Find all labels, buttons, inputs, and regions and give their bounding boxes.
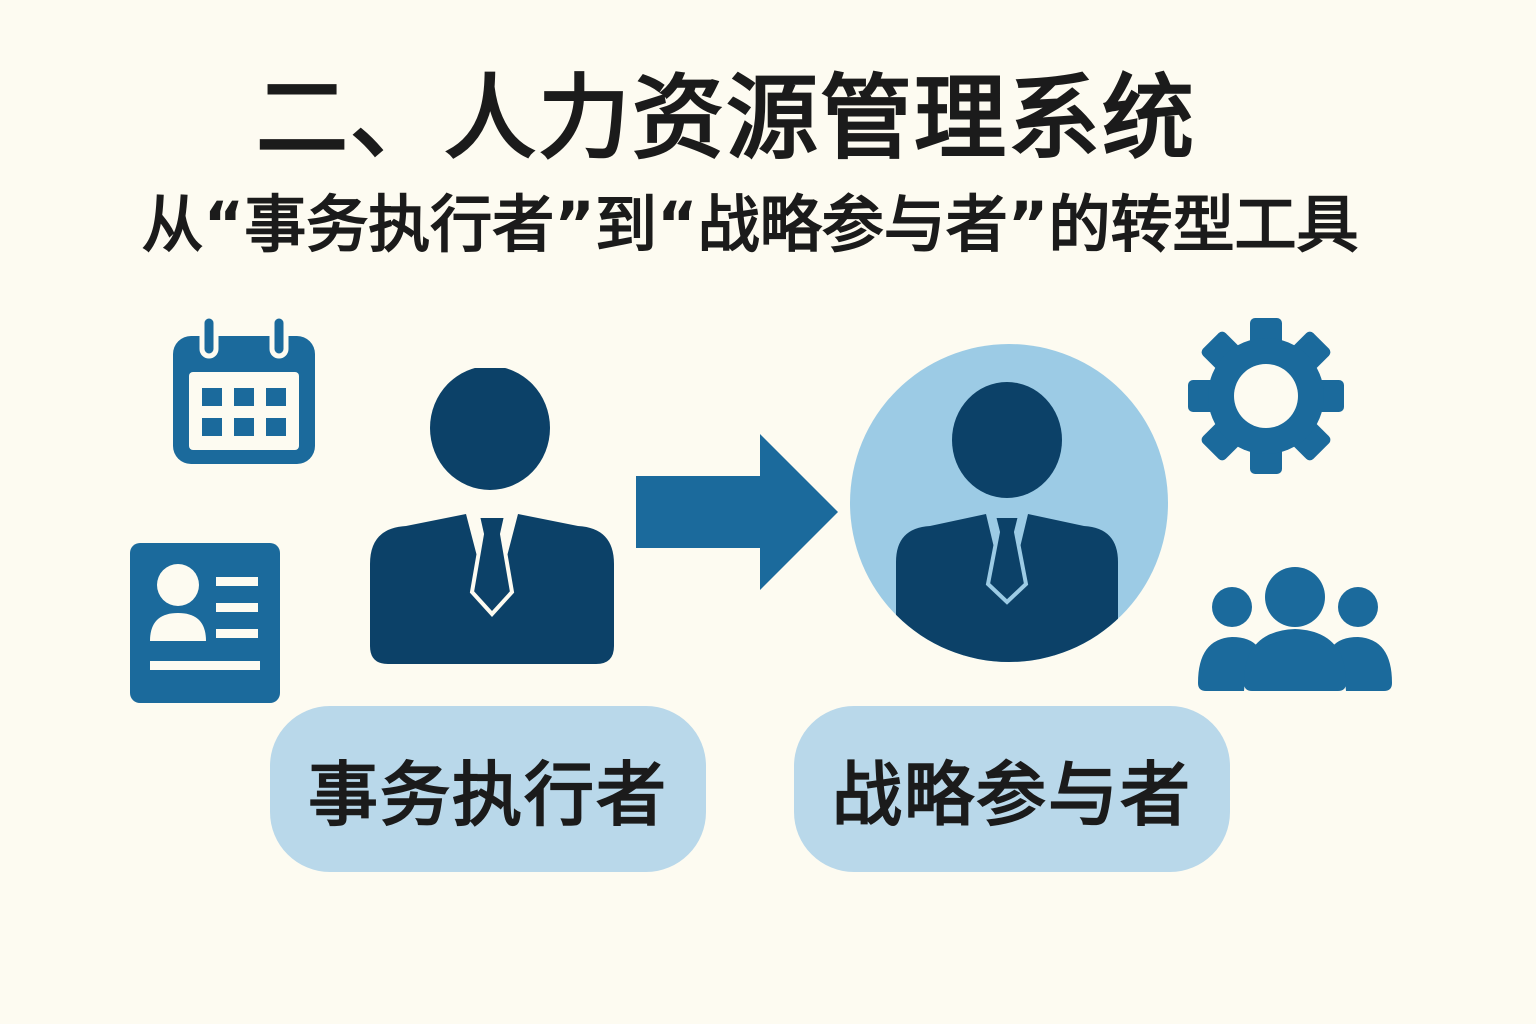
page-subtitle: 从“事务执行者”到“战略参与者”的转型工具 bbox=[141, 188, 1359, 261]
page-title: 二、人力资源管理系统 bbox=[255, 65, 1196, 172]
calendar-icon bbox=[173, 314, 315, 464]
arrow-right-icon bbox=[636, 434, 838, 590]
id-card-icon bbox=[130, 543, 280, 703]
business-person-in-circle-icon bbox=[850, 344, 1168, 662]
gear-icon bbox=[1188, 318, 1344, 474]
business-person-icon bbox=[370, 368, 614, 664]
team-icon bbox=[1198, 567, 1392, 691]
role-label-from: 事务执行者 bbox=[270, 706, 706, 872]
role-label-to: 战略参与者 bbox=[794, 706, 1230, 872]
